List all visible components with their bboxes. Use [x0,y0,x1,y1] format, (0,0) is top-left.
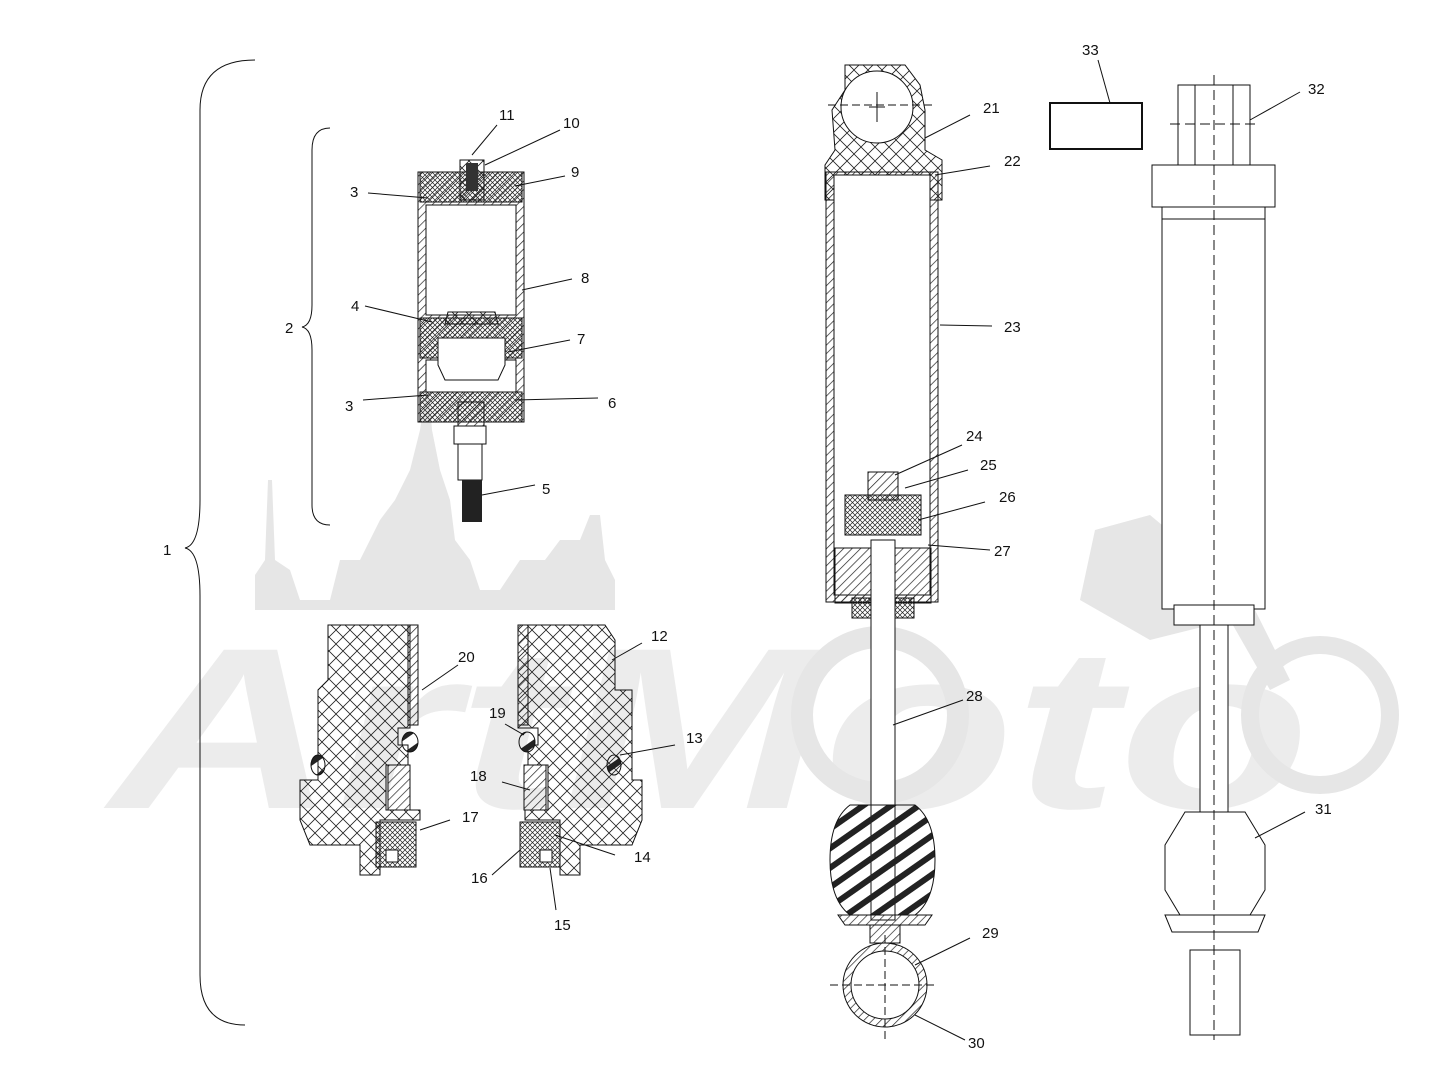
callout-label-19: 19 [489,705,506,722]
callout-label-11: 11 [499,107,515,124]
callout-label-1: 1 [163,542,171,559]
callout-label-31: 31 [1315,801,1332,818]
callout-label-28: 28 [966,688,983,705]
callout-label-13: 13 [686,730,703,747]
callout-label-14: 14 [634,849,651,866]
callout-label-21: 21 [983,100,1000,117]
callout-label-33: 33 [1082,42,1099,59]
callout-label-18: 18 [470,768,487,785]
spacer-part [1049,102,1143,150]
brace-assembly-1 [184,59,256,1026]
shock-body-section [824,64,943,1040]
callout-label-5: 5 [542,481,550,498]
callout-label-26: 26 [999,489,1016,506]
leader-lines [362,59,1306,1041]
callout-label-3b: 3 [345,398,353,415]
callout-label-8: 8 [581,270,589,287]
seal-head-detail [299,624,643,876]
callout-label-3a: 3 [350,184,358,201]
callout-label-17: 17 [462,809,479,826]
callout-label-4: 4 [351,298,359,315]
callout-label-6: 6 [608,395,616,412]
callout-label-29: 29 [982,925,999,942]
callout-label-25: 25 [980,457,997,474]
brace-reservoir-2 [301,127,331,526]
callout-label-27: 27 [994,543,1011,560]
callout-labels: 1233456789101112131415161718192021222324… [163,42,1332,1052]
callout-label-2: 2 [285,320,293,337]
callout-label-22: 22 [1004,153,1021,170]
callout-label-12: 12 [651,628,668,645]
callout-label-32: 32 [1308,81,1325,98]
callout-label-9: 9 [571,164,579,181]
callout-label-24: 24 [966,428,983,445]
callout-label-30: 30 [968,1035,985,1052]
watermark-castle [255,380,615,610]
callout-label-15: 15 [554,917,571,934]
reservoir-assembly [417,159,525,522]
callout-label-16: 16 [471,870,488,887]
callout-label-7: 7 [577,331,585,348]
callout-label-20: 20 [458,649,475,666]
callout-label-23: 23 [1004,319,1021,336]
shock-exterior-view [1151,75,1276,1040]
callout-label-10: 10 [563,115,580,132]
watermark-text: ArtMoto [103,600,1310,857]
